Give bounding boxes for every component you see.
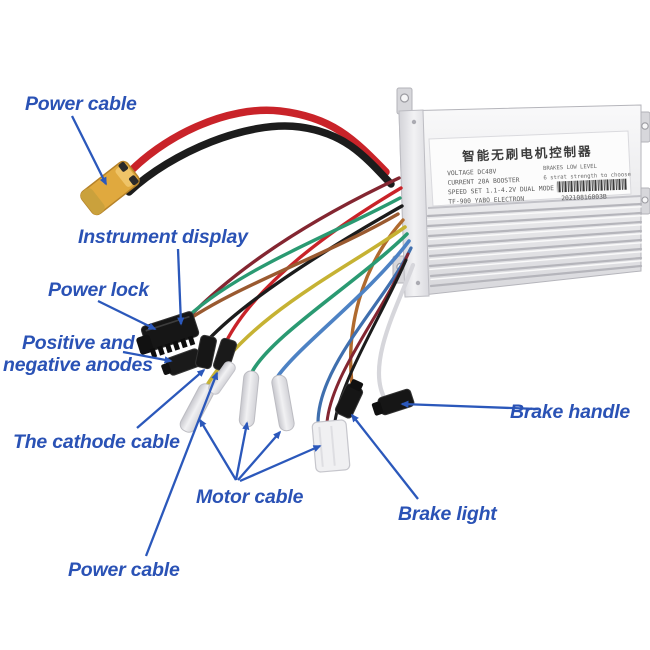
- controller-title: 智能无刷电机控制器: [461, 143, 593, 163]
- barcode: [556, 178, 627, 193]
- arrow-motor-3: [237, 430, 282, 481]
- label-current: CURRENT 20A BOOSTER: [447, 177, 519, 187]
- arrow-motor-1: [199, 418, 237, 481]
- controller-box: 智能无刷电机控制器 VOLTAGE DC48V BRAKES LOW LEVEL…: [392, 87, 650, 298]
- brake-handle-connector: [371, 388, 415, 416]
- controller-label-plate: 智能无刷电机控制器 VOLTAGE DC48V BRAKES LOW LEVEL…: [428, 130, 632, 207]
- label-speed: SPEED SET 1.1-4.2V DUAL MODE: [448, 185, 555, 196]
- arrow-brake-handle: [400, 400, 539, 411]
- wire-power-black: [125, 122, 395, 196]
- arrow-power-cable-bottom: [144, 371, 219, 557]
- cathode-connector: [195, 334, 217, 370]
- label-serial: 20210816003B: [561, 193, 607, 202]
- motor-spade-3: [271, 374, 295, 432]
- wire-harness: [120, 106, 416, 425]
- arrow-anodes: [122, 350, 173, 364]
- label-brake-handle: Brake handle: [510, 401, 630, 423]
- wire-blue-phase: [276, 239, 411, 378]
- callout-arrows: [70, 115, 539, 557]
- brake-light-connector: [334, 379, 364, 419]
- motor-spade-2: [238, 370, 260, 428]
- power-lock-connector: [136, 311, 200, 359]
- label-cathode-cable: The cathode cable: [13, 431, 180, 453]
- label-power-cable-bottom: Power cable: [68, 559, 180, 581]
- wire-white-brakehandle: [376, 262, 416, 398]
- wire-green-display: [178, 196, 402, 326]
- xt60-connector: [80, 160, 140, 216]
- label-brake-light: Brake light: [398, 503, 498, 525]
- arrow-cathode: [136, 368, 206, 429]
- label-anodes-line1: Positive and: [22, 332, 136, 354]
- label-brakes: BRAKES LOW LEVEL: [543, 164, 598, 172]
- arrow-motor-2: [234, 421, 250, 481]
- arrow-motor-4: [239, 444, 322, 483]
- label-power-lock: Power lock: [48, 279, 150, 301]
- arrow-instrument-display: [176, 248, 185, 326]
- wire-brown-lock: [172, 212, 400, 332]
- wire-steelblue-hall: [316, 246, 413, 425]
- arrow-power-lock: [97, 299, 157, 331]
- label-anodes-line2: negative anodes: [3, 354, 153, 376]
- wire-power-red: [120, 106, 390, 182]
- wire-black-cathode: [206, 204, 404, 342]
- callout-labels: Power cable Instrument display Power loc…: [3, 93, 631, 581]
- label-maker: TF-900 YABO ELECTRON: [448, 196, 524, 206]
- controller-end-cap: [398, 109, 430, 298]
- arrow-brake-light: [350, 413, 419, 500]
- label-instrument-display: Instrument display: [78, 226, 249, 248]
- anodes-connector: [161, 348, 203, 376]
- heatsink-fins: [426, 202, 643, 288]
- label-voltage: VOLTAGE DC48V: [447, 168, 497, 177]
- label-motor-cable: Motor cable: [196, 486, 304, 508]
- wire-red-anode: [224, 186, 403, 344]
- label-power-cable-top: Power cable: [25, 93, 137, 115]
- wire-green-phase: [250, 232, 409, 374]
- label-strength: 6 strat strength to choose: [543, 172, 631, 182]
- wire-maroon-powerlock: [186, 176, 401, 320]
- arrow-power-cable-top: [70, 115, 108, 186]
